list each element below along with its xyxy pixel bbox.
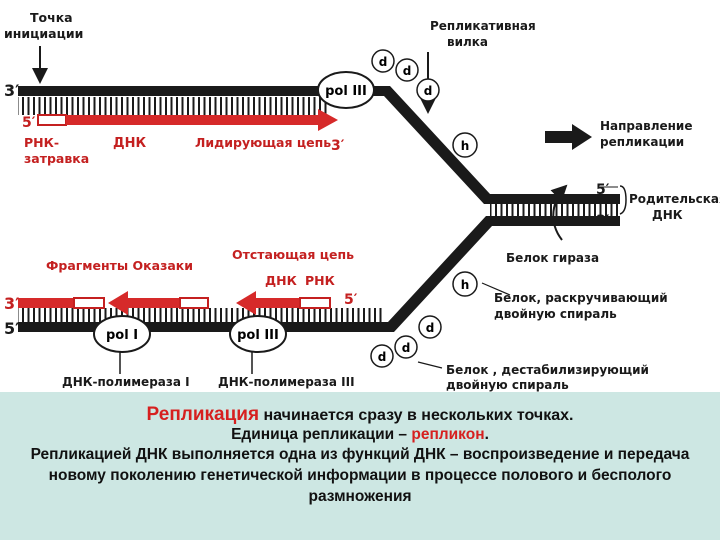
leading-strand [37, 109, 338, 131]
parent-dna-rungs [490, 204, 620, 216]
label-ssb-2: двойную спираль [446, 378, 569, 392]
okazaki-fragments [18, 291, 331, 315]
caption-panel: Репликация начинается сразу в нескольких… [0, 392, 720, 540]
label-3prime-bottom: 3′ [4, 294, 19, 313]
label-direction-2: репликации [600, 135, 684, 149]
svg-text:d: d [402, 341, 411, 355]
label-5prime-bottom: 5′ [4, 319, 19, 338]
ssb-protein-bottom: d d d [370, 315, 442, 368]
caption-replication-word: Репликация [146, 404, 260, 425]
svg-text:h: h [461, 278, 470, 292]
pol3-top-label: pol III [325, 84, 367, 99]
label-pol1-caption: ДНК-полимераза I [62, 375, 190, 389]
label-primer-1: РНК- [24, 135, 59, 150]
label-parent-3prime: 3′ [596, 213, 610, 229]
pol3-top: pol III [317, 71, 375, 109]
pol3-bottom: pol III [229, 315, 287, 353]
gyrase-arrow [550, 184, 568, 241]
label-parent-dna-2: ДНК [652, 208, 683, 222]
label-leading-strand: Лидирующая цепь [195, 135, 331, 150]
label-initiation-1: Точка [30, 10, 73, 25]
label-3prime-top: 3′ [4, 81, 19, 100]
label-fork-1: Репликативная [430, 19, 536, 33]
label-lagging-strand: Отстающая цепь [232, 247, 354, 262]
label-primer-2: затравка [24, 151, 89, 166]
label-fork-2: вилка [447, 35, 488, 49]
direction-arrow [545, 124, 592, 150]
label-helicase-1: Белок, раскручивающий [494, 291, 668, 305]
svg-text:d: d [403, 64, 412, 78]
pol1: pol I [93, 315, 151, 353]
label-okazaki: Фрагменты Оказаки [46, 258, 193, 273]
label-lag-5prime: 5′ [344, 292, 358, 308]
label-5prime-top: 5′ [22, 115, 36, 131]
label-pol3-caption: ДНК-полимераза III [218, 375, 355, 389]
label-direction-1: Направление [600, 119, 692, 133]
caption-line-2: Единица репликации – репликон. [231, 426, 489, 443]
pol3-bottom-label: pol III [237, 328, 279, 343]
caption-replicon-word: репликон [411, 426, 485, 443]
label-gyrase: Белок гираза [506, 251, 599, 265]
top-template-strand [18, 86, 620, 204]
label-dna-lag: ДНК [265, 273, 298, 288]
caption-line-1: Репликация начинается сразу в нескольких… [0, 392, 720, 426]
label-parent-dna-1: Родительская [629, 192, 720, 206]
svg-text:d: d [379, 55, 388, 69]
svg-text:d: d [424, 84, 433, 98]
label-rna-lag: РНК [305, 273, 336, 288]
label-helicase-2: двойную спираль [494, 307, 617, 321]
label-initiation-2: инициации [4, 26, 83, 41]
svg-text:h: h [461, 139, 470, 153]
ssb-protein-top: d d d [371, 49, 440, 102]
label-leading-3prime: 3′ [331, 138, 345, 154]
caption-line-1-rest: начинается сразу в нескольких точках. [259, 407, 574, 424]
dna-replication-diagram: pol III pol I pol III d d d h h d d d То… [4, 10, 720, 392]
pol1-label: pol I [106, 328, 138, 343]
helicase-bottom: h [452, 271, 478, 297]
label-parent-5prime: 5′ [596, 182, 610, 198]
svg-text:d: d [426, 321, 435, 335]
label-ssb-1: Белок , дестабилизирующий [446, 363, 649, 377]
label-dna-leading: ДНК [113, 136, 146, 151]
caption-line-3: Репликацией ДНК выполняется одна из функ… [30, 446, 690, 505]
svg-text:d: d [378, 350, 387, 364]
helicase-top: h [452, 132, 478, 158]
